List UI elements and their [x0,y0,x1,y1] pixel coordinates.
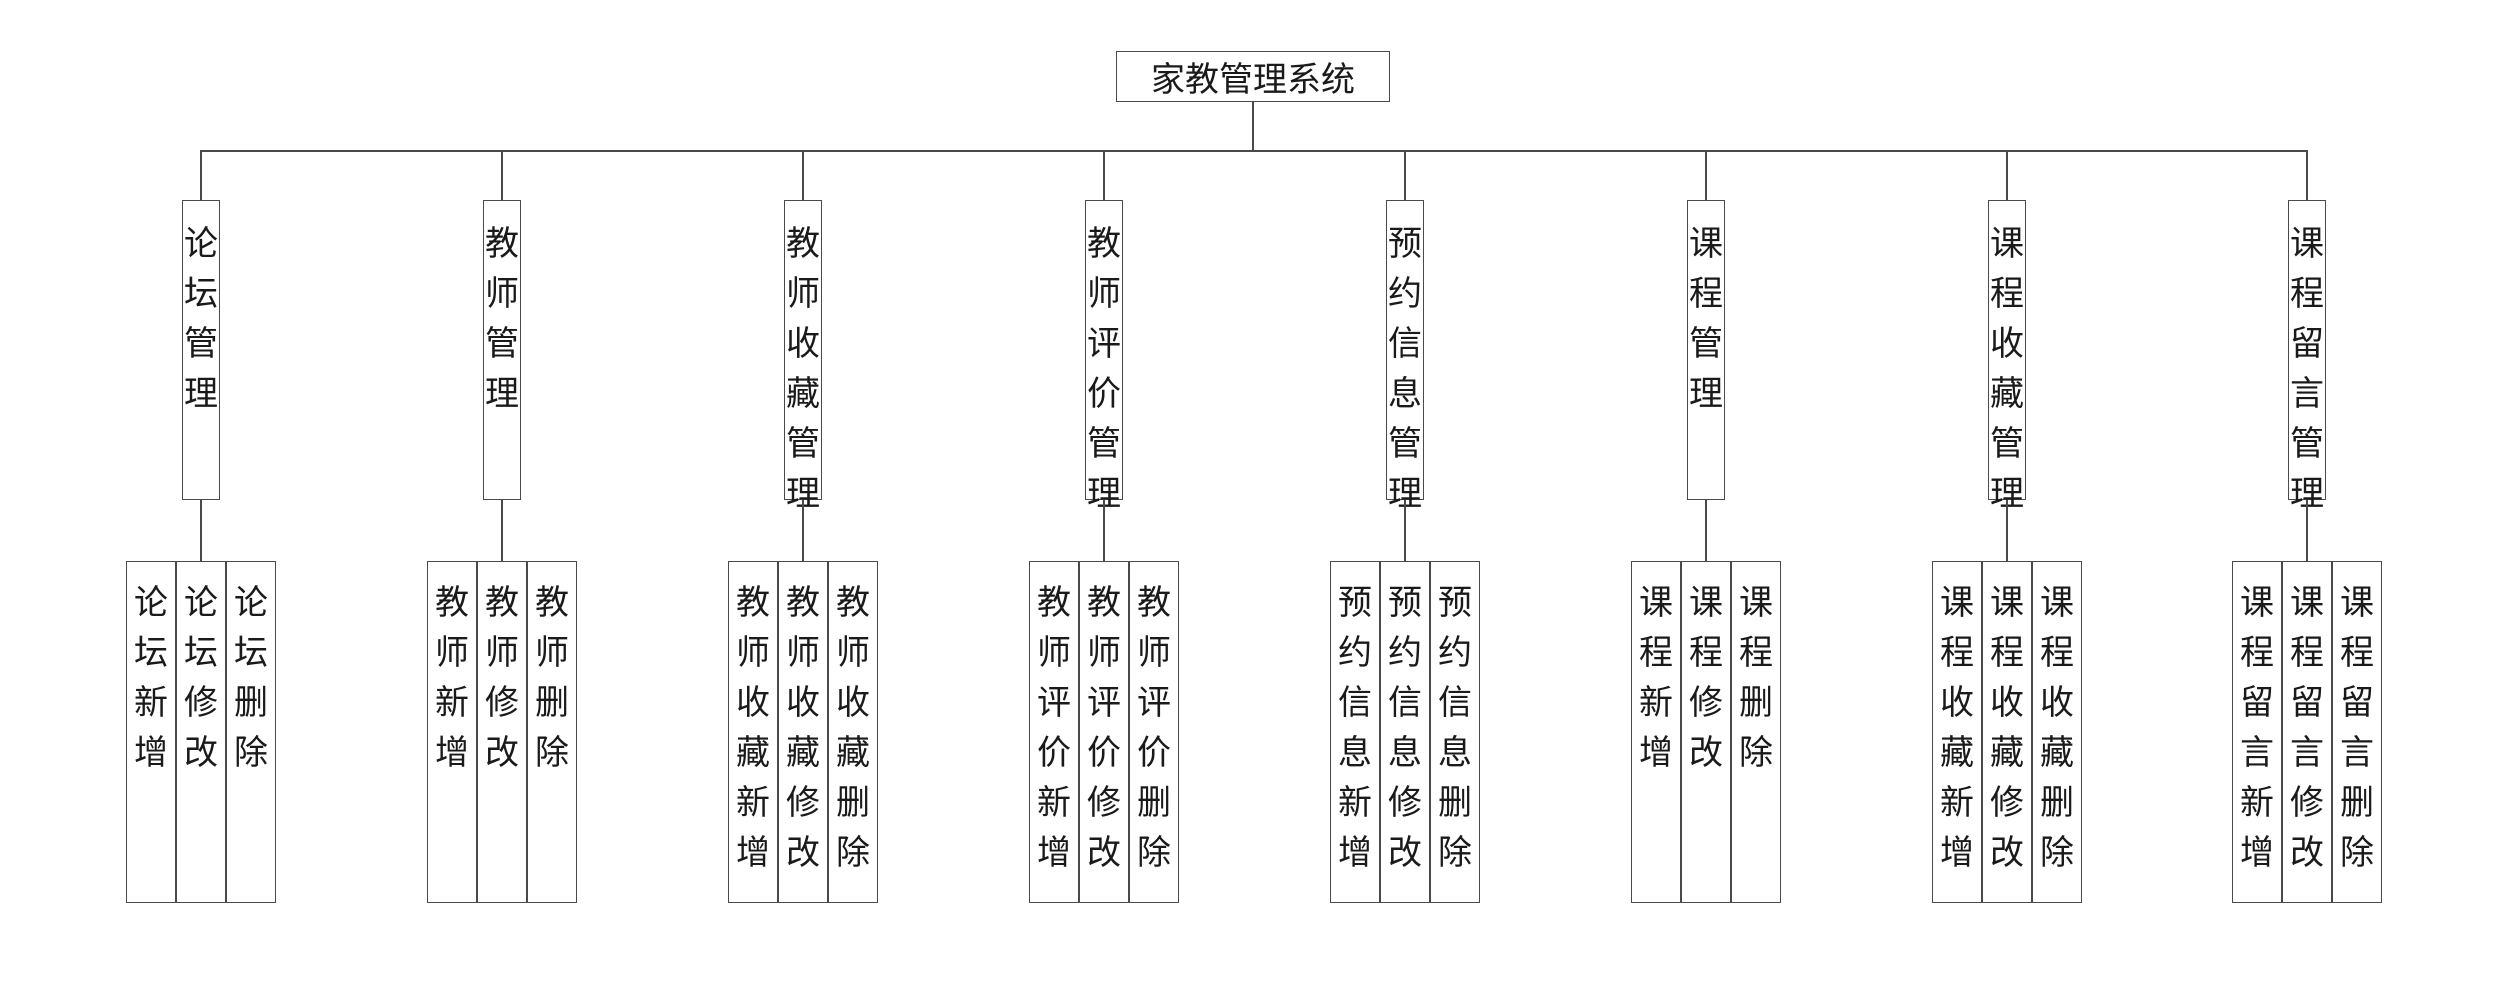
module-node-course-comment: 课程留言管理 [2288,200,2326,514]
root-node: 家教管理系统 [1116,51,1390,102]
leaf-label: 课程新增 [1639,583,1673,773]
leaf-node-add: 预约信息新增 [1330,561,1380,903]
leaf-node-edit: 课程留言修改 [2282,561,2332,903]
module-node-course: 课程管理 [1687,200,1725,500]
leaf-label: 教师修改 [485,583,519,773]
leaf-label: 预约信息新增 [1338,583,1372,873]
leaf-node-add: 课程收藏新增 [1932,561,1982,903]
leaf-label: 课程修改 [1689,583,1723,773]
leaf-node-add: 教师评价新增 [1029,561,1079,903]
module-label: 课程收藏管理 [1990,224,2024,514]
module-node-forum: 论坛管理 [182,200,220,500]
leaf-node-edit: 论坛修改 [176,561,226,903]
module-leaf-line [501,500,503,561]
module-node-teacher-review: 教师评价管理 [1085,200,1123,514]
module-drop-line [1705,150,1707,200]
module-leaf-line [200,500,202,561]
leaf-label: 教师评价新增 [1037,583,1071,873]
leaf-label: 教师删除 [535,583,569,773]
leaf-label: 预约信息删除 [1438,583,1472,873]
leaf-node-delete: 教师删除 [527,561,577,903]
leaf-node-edit: 预约信息修改 [1380,561,1430,903]
leaf-label: 论坛修改 [184,583,218,773]
leaf-label: 教师评价删除 [1137,583,1171,873]
leaf-label: 论坛删除 [234,583,268,773]
module-label: 课程管理 [1689,224,1723,414]
module-leaf-line [802,500,804,561]
leaf-node-add: 课程新增 [1631,561,1681,903]
leaf-node-delete: 教师评价删除 [1129,561,1179,903]
leaf-node-edit: 教师修改 [477,561,527,903]
module-leaf-line [1705,500,1707,561]
leaf-label: 教师收藏修改 [786,583,820,873]
leaf-node-delete: 课程删除 [1731,561,1781,903]
leaf-label: 教师新增 [435,583,469,773]
leaf-node-add: 教师收藏新增 [728,561,778,903]
leaf-node-add: 教师新增 [427,561,477,903]
leaf-node-delete: 论坛删除 [226,561,276,903]
leaf-node-delete: 课程留言删除 [2332,561,2382,903]
module-node-booking-info: 预约信息管理 [1386,200,1424,514]
module-leaf-line [2306,500,2308,561]
leaf-node-add: 课程留言新增 [2232,561,2282,903]
module-drop-line [802,150,804,200]
module-drop-line [200,150,202,200]
leaf-label: 论坛新增 [134,583,168,773]
leaf-label: 课程留言新增 [2240,583,2274,873]
leaf-label: 教师评价修改 [1087,583,1121,873]
module-label: 教师管理 [485,224,519,414]
module-label: 教师评价管理 [1087,224,1121,514]
leaf-label: 课程收藏新增 [1940,583,1974,873]
leaf-label: 预约信息修改 [1388,583,1422,873]
root-node-label: 家教管理系统 [1151,60,1355,100]
module-leaf-line [1103,500,1105,561]
leaf-node-delete: 课程收藏删除 [2032,561,2082,903]
module-label: 教师收藏管理 [786,224,820,514]
leaf-label: 课程留言修改 [2290,583,2324,873]
module-drop-line [1404,150,1406,200]
leaf-label: 教师收藏新增 [736,583,770,873]
leaf-label: 课程留言删除 [2340,583,2374,873]
leaf-node-edit: 教师评价修改 [1079,561,1129,903]
module-drop-line [501,150,503,200]
module-node-course-favorite: 课程收藏管理 [1988,200,2026,514]
leaf-node-delete: 预约信息删除 [1430,561,1480,903]
leaf-label: 课程收藏修改 [1990,583,2024,873]
leaf-node-edit: 教师收藏修改 [778,561,828,903]
leaf-label: 教师收藏删除 [836,583,870,873]
leaf-node-edit: 课程收藏修改 [1982,561,2032,903]
leaf-node-edit: 课程修改 [1681,561,1731,903]
module-drop-line [2306,150,2308,200]
module-drop-line [2006,150,2008,200]
module-drop-line [1103,150,1105,200]
module-leaf-line [1404,500,1406,561]
module-label: 论坛管理 [184,224,218,414]
module-label: 预约信息管理 [1388,224,1422,514]
root-stem-line [1252,102,1254,151]
module-node-teacher-favorite: 教师收藏管理 [784,200,822,514]
module-label: 课程留言管理 [2290,224,2324,514]
module-node-teacher: 教师管理 [483,200,521,500]
leaf-node-add: 论坛新增 [126,561,176,903]
leaf-label: 课程收藏删除 [2040,583,2074,873]
leaf-label: 课程删除 [1739,583,1773,773]
horizontal-bus-line [200,150,2306,152]
leaf-node-delete: 教师收藏删除 [828,561,878,903]
module-leaf-line [2006,500,2008,561]
